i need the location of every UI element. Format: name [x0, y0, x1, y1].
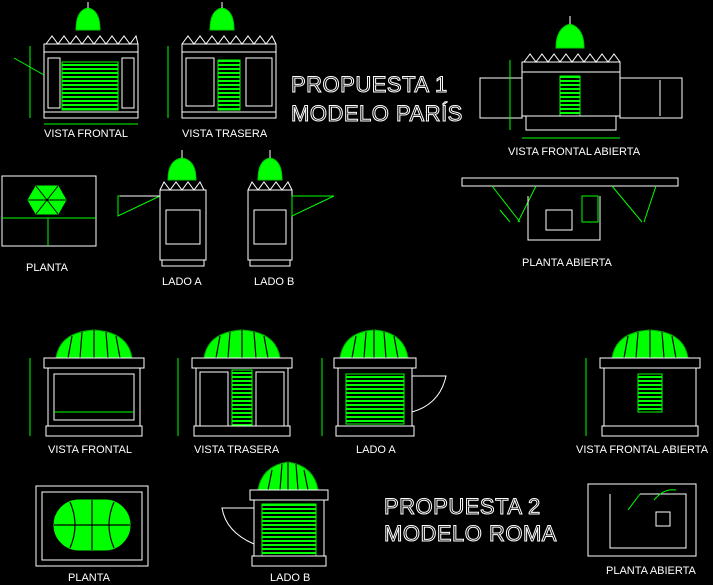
p2-planta-drawing [35, 485, 149, 567]
p1-title-line1: PROPUESTA 1 [291, 72, 448, 98]
p1-title-line2: MODELO PARÍS [291, 101, 463, 127]
p2-label-planta: PLANTA [68, 572, 110, 584]
p2-label-planta-abierta: PLANTA ABIERTA [606, 565, 696, 577]
p1-planta-drawing [1, 175, 97, 247]
p2-vista-frontal-drawing [29, 329, 145, 437]
p1-label-lado-a: LADO A [162, 276, 202, 288]
p2-label-lado-a: LADO A [356, 444, 396, 456]
p1-planta-abierta-drawing [461, 177, 679, 241]
p2-label-vista-frontal-abierta: VISTA FRONTAL ABIERTA [576, 444, 709, 456]
p1-vista-trasera-drawing [167, 2, 277, 119]
p2-label-vista-trasera: VISTA TRASERA [194, 444, 280, 456]
p1-label-vista-frontal: VISTA FRONTAL [44, 128, 128, 140]
p2-label-lado-b: LADO B [270, 572, 311, 584]
p2-planta-abierta-drawing [587, 483, 697, 557]
p1-lado-a-drawing [117, 150, 207, 267]
p2-lado-b-drawing [221, 461, 329, 567]
p2-lado-a-drawing [321, 329, 447, 437]
p1-vista-frontal-abierta-drawing [479, 16, 683, 139]
p2-title-line1: PROPUESTA 2 [384, 494, 541, 520]
p2-label-vista-frontal: VISTA FRONTAL [48, 444, 132, 456]
p1-label-vista-trasera: VISTA TRASERA [182, 128, 268, 140]
p1-label-planta: PLANTA [26, 262, 68, 274]
p2-vista-frontal-abierta-drawing [585, 329, 701, 437]
p1-label-planta-abierta: PLANTA ABIERTA [522, 257, 612, 269]
p2-vista-trasera-drawing [177, 329, 293, 437]
p1-label-vista-frontal-abierta: VISTA FRONTAL ABIERTA [508, 146, 641, 158]
p1-vista-frontal-drawing [13, 2, 139, 125]
p2-title-line2: MODELO ROMA [384, 521, 557, 547]
p1-lado-b-drawing [247, 150, 335, 267]
p1-label-lado-b: LADO B [254, 276, 295, 288]
